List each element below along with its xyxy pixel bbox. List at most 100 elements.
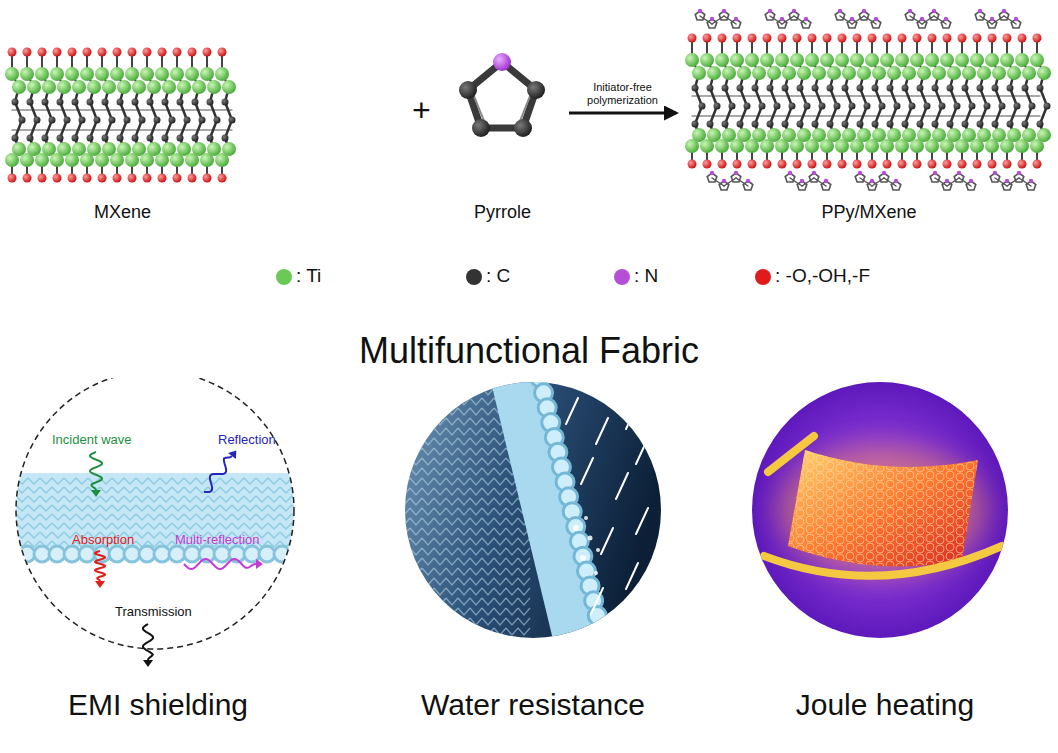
titanium-atom [820, 53, 834, 67]
knit-stitch [470, 578, 482, 585]
terminal-group-atom [718, 34, 727, 43]
knit-loop [966, 570, 974, 578]
knit-stitch [422, 608, 434, 615]
knit-loop [896, 491, 904, 499]
carbon-atom [459, 81, 477, 99]
knit-loop [936, 572, 944, 580]
knit-loop [289, 546, 305, 562]
titanium-atom [790, 139, 804, 153]
knit-stitch [172, 523, 184, 529]
knit-stitch [434, 398, 446, 405]
water-splash [588, 536, 593, 541]
terminal-group-atom [8, 174, 17, 183]
knit-loop [866, 561, 874, 569]
titanium-atom [872, 66, 886, 80]
titanium-atom [970, 53, 984, 67]
knit-loop [826, 489, 834, 497]
knit-stitch [148, 505, 160, 511]
knit-stitch [410, 568, 422, 575]
knit-stitch [494, 528, 506, 535]
knit-stitch [256, 487, 268, 493]
titanium-atom [685, 139, 699, 153]
nitrogen-dot [722, 179, 726, 183]
carbon-atom [782, 121, 789, 128]
knit-loop [926, 525, 934, 533]
knit-stitch [184, 496, 196, 502]
carbon-atom [872, 85, 879, 92]
knit-loop [796, 536, 804, 544]
knit-loop [836, 464, 844, 472]
knit-stitch [518, 558, 530, 565]
knit-stitch [410, 638, 422, 645]
titanium-atom [42, 80, 56, 94]
knit-stitch [8, 487, 16, 493]
knit-stitch [76, 523, 88, 529]
knit-loop [826, 507, 834, 515]
knit-stitch [76, 478, 88, 484]
terminal-group-atom [898, 160, 907, 169]
knit-loop [876, 446, 884, 454]
knit-stitch [112, 487, 124, 493]
knit-stitch [398, 558, 410, 565]
knit-stitch [398, 548, 410, 555]
knit-stitch [458, 528, 470, 535]
knit-stitch [52, 505, 64, 511]
terminal-group-atom [763, 160, 772, 169]
knit-stitch [398, 638, 410, 645]
knit-loop [976, 572, 984, 580]
knit-stitch [88, 523, 100, 529]
titanium-atom [1030, 139, 1044, 153]
knit-stitch [482, 528, 494, 535]
terminal-group-atom [203, 174, 212, 183]
nitrogen-dot [734, 17, 738, 21]
knit-loop [806, 471, 814, 479]
knit-stitch [470, 498, 482, 505]
knit-loop [926, 471, 934, 479]
knit-loop [936, 536, 944, 544]
knit-stitch [136, 514, 148, 520]
knit-loop [826, 462, 834, 470]
carbon-atom [19, 117, 26, 124]
titanium-atom [955, 53, 969, 67]
terminal-group-atom [38, 48, 47, 57]
knit-stitch [446, 408, 458, 415]
terminal-group-atom [688, 34, 697, 43]
knit-loop [866, 543, 874, 551]
wave-arrow-head [91, 490, 101, 497]
titanium-atom [902, 66, 916, 80]
knit-stitch [112, 496, 124, 502]
knit-loop [866, 507, 874, 515]
titanium-atom [797, 66, 811, 80]
nitrogen-dot [858, 171, 862, 175]
knit-loop [856, 545, 864, 553]
titanium-atom [880, 139, 894, 153]
knit-stitch [410, 558, 422, 565]
legend-swatch [755, 269, 771, 285]
knit-loop [588, 607, 606, 625]
carbon-atom [34, 117, 41, 124]
knit-stitch [398, 478, 410, 485]
titanium-atom [65, 67, 79, 81]
knit-stitch [136, 532, 148, 538]
knit-stitch [148, 523, 160, 529]
carbon-atom [132, 99, 139, 106]
knit-stitch [410, 598, 422, 605]
titanium-atom [760, 139, 774, 153]
knit-loop [966, 543, 974, 551]
knit-stitch [434, 618, 446, 625]
knit-stitch [494, 638, 506, 645]
legend-text: : Ti [296, 265, 321, 287]
nitrogen-dot [812, 171, 816, 175]
knit-stitch [136, 505, 148, 511]
heated-fabric [788, 450, 978, 566]
carbon-atom [977, 85, 984, 92]
knit-stitch [8, 541, 16, 547]
knit-stitch [482, 448, 494, 455]
knit-stitch [398, 608, 410, 615]
titanium-atom [1000, 53, 1014, 67]
carbon-atom [64, 117, 71, 124]
carbon-atom [222, 135, 229, 142]
knit-stitch [410, 578, 422, 585]
knit-stitch [422, 568, 434, 575]
nitrogen-dot [1029, 179, 1033, 183]
